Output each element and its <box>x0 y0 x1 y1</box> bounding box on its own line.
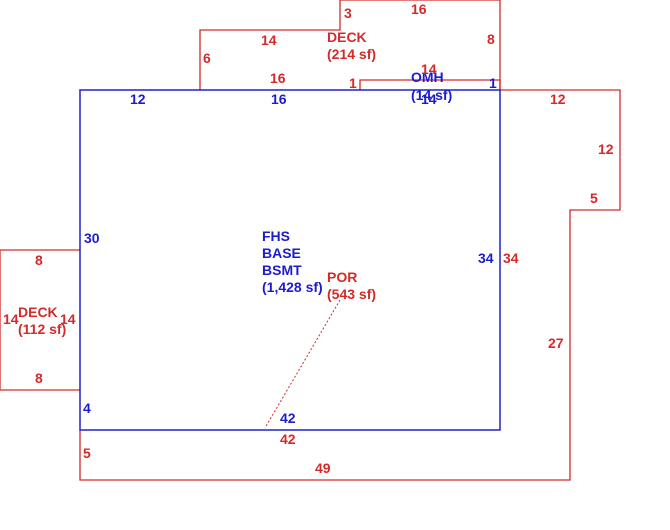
base-label-2: BASE <box>262 245 301 261</box>
base-label-3: BSMT <box>262 262 302 278</box>
dim-omh-left: 1 <box>349 75 357 91</box>
deck-left-outline <box>0 249 80 391</box>
dim-deck-top-left: 6 <box>203 50 211 66</box>
dim-base-right: 34 <box>478 250 494 266</box>
dim-base-top-mid: 16 <box>271 91 287 107</box>
dim-por-left: 5 <box>83 445 91 461</box>
dim-por-step: 5 <box>590 190 598 206</box>
dim-omh-right: 1 <box>489 75 497 91</box>
base-outline <box>79 89 501 431</box>
dim-omh-top: 14 <box>421 61 437 77</box>
deck-top-area-label: (214 sf) <box>327 46 376 62</box>
deck-top-label: DECK <box>327 29 367 45</box>
deck-top-outline <box>199 0 501 90</box>
dim-por-right-upper: 12 <box>598 141 614 157</box>
dim-omh-bottom: 14 <box>421 91 437 107</box>
overhang-label: OMH <box>411 69 444 85</box>
porch-leader-line <box>264 299 341 429</box>
dim-base-top-left: 12 <box>130 91 146 107</box>
porch-area-label: (543 sf) <box>327 286 376 302</box>
dim-deck-top-step: 3 <box>344 5 352 21</box>
dim-deck-left-bottom: 8 <box>35 370 43 386</box>
dim-deck-left-outer: 14 <box>3 311 19 327</box>
dim-deck-top-right: 8 <box>487 31 495 47</box>
dim-base-left-low: 4 <box>83 400 91 416</box>
overhang-area-label: (14 sf) <box>411 87 452 103</box>
dim-base-left: 30 <box>84 230 100 246</box>
base-area-label: (1,428 sf) <box>262 279 323 295</box>
dim-deck-left-top: 8 <box>35 252 43 268</box>
dim-por-top: 12 <box>550 91 566 107</box>
dim-por-inner-bottom: 42 <box>280 431 296 447</box>
dim-por-right-lower: 27 <box>548 335 564 351</box>
deck-left-label: DECK <box>18 304 58 320</box>
dim-por-bottom: 49 <box>315 460 331 476</box>
porch-outline <box>79 89 621 481</box>
dim-deck-top-top: 16 <box>411 1 427 17</box>
dim-por-right-inner: 34 <box>503 250 519 266</box>
deck-left-area-label: (112 sf) <box>18 321 66 337</box>
dim-deck-left-inner: 14 <box>60 311 76 327</box>
porch-label: POR <box>327 269 357 285</box>
dim-base-bottom: 42 <box>280 410 296 426</box>
dim-deck-top-bottom: 16 <box>270 70 286 86</box>
dim-deck-top-mid: 14 <box>261 32 277 48</box>
base-label-1: FHS <box>262 228 290 244</box>
overhang-outline <box>359 79 501 90</box>
